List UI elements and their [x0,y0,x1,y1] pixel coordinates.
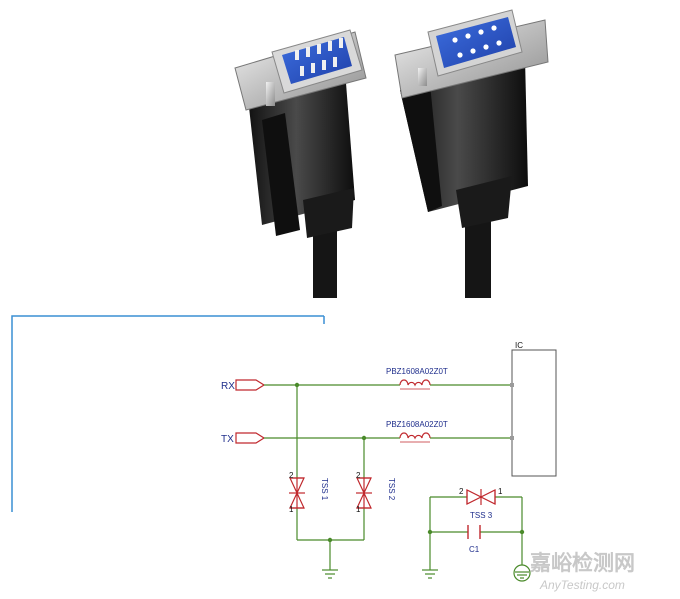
ferrite-bead-tx [399,432,431,443]
ground-symbol-left [322,569,338,579]
db9-male-connector [234,29,367,298]
diagram-frame [11,315,324,512]
wires [264,384,523,570]
db9-cable-illustration [234,9,549,298]
ferrite-bead-rx [399,379,431,390]
tss3-label: TSS 3 [470,511,493,520]
chassis-ground-symbol [513,564,531,582]
junctions [294,382,525,543]
tss1-pin2: 2 [289,471,294,480]
tss2-label: TSS 2 [387,478,396,501]
ic-block [511,349,557,477]
tss3-pin2: 2 [459,487,464,496]
tx-port-symbol [235,432,266,444]
schematic: RX TX [221,341,557,582]
c1-label: C1 [469,545,480,554]
tss2-symbol [356,477,372,509]
tss1-pin1: 1 [289,505,294,514]
tss2-pin2: 2 [356,471,361,480]
rx-label: RX [221,381,235,392]
ic-label: IC [515,341,523,350]
ground-symbol-middle [422,569,438,579]
db9-female-connector [394,9,549,298]
tss3-pin1: 1 [498,487,503,496]
ferrite-label-tx: PBZ1608A02Z0T [386,420,448,429]
tss3-symbol [466,489,496,505]
tss2-pin1: 1 [356,505,361,514]
watermark: 嘉峪检测网 AnyTesting.com [530,551,635,592]
tx-label: TX [221,434,234,445]
tss1-label: TSS 1 [320,478,329,501]
ferrite-label-rx: PBZ1608A02Z0T [386,367,448,376]
watermark-en: AnyTesting.com [539,578,625,592]
watermark-cn: 嘉峪检测网 [530,551,635,575]
rx-port-symbol [235,379,266,391]
capacitor-c1 [467,525,481,539]
tss1-symbol [289,477,305,509]
